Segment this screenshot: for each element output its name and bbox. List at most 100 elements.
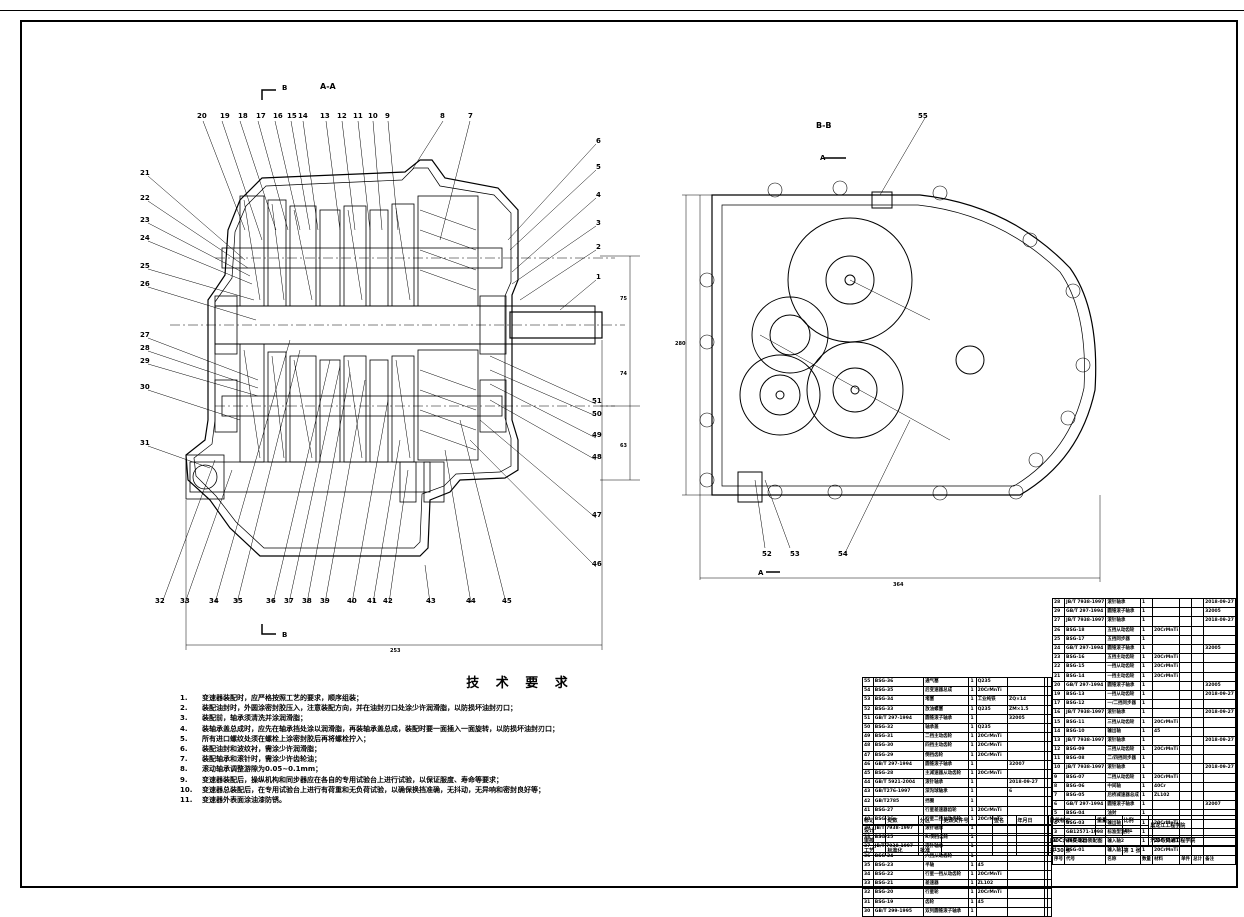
requirement-text: 装配油封和波纹衬，需涂少许润滑脂； — [202, 745, 321, 754]
requirement-number: 1. — [180, 694, 188, 702]
bom-cell — [1203, 634, 1236, 645]
bom-cell: 1 — [968, 778, 977, 789]
bom-cell: 三挡从动齿轮 — [1105, 717, 1141, 728]
bom-cell: BSG-33 — [872, 704, 925, 715]
bom-cell: GB/T 297-1994 — [872, 713, 925, 724]
bom-cell: 20CrMnTi — [975, 888, 1009, 899]
bom-cell: BSG-12 — [1064, 699, 1107, 710]
bom-cell — [1043, 686, 1049, 697]
bom-cell — [1179, 662, 1193, 673]
bom-cell — [1151, 699, 1181, 710]
bom-cell — [1047, 686, 1052, 697]
bom-cell: 1 — [1139, 597, 1153, 609]
bom-cell: GB/T 297-1994 — [1064, 643, 1107, 655]
bom-cell: BSG-08 — [1064, 754, 1107, 765]
bom-cell — [1191, 800, 1205, 811]
bom-cell: BSG-05 — [1064, 790, 1107, 802]
bom-cell — [1007, 805, 1045, 816]
bom-cell — [1047, 741, 1052, 752]
svg-text:4: 4 — [596, 191, 601, 199]
bom-cell: 滚针轴承 — [1105, 597, 1141, 609]
bom-cell — [975, 787, 1009, 798]
bom-cell: 1 — [1139, 634, 1153, 645]
svg-text:36: 36 — [266, 597, 276, 605]
svg-text:2: 2 — [596, 243, 601, 251]
bom-cell — [1203, 625, 1236, 636]
svg-text:3: 3 — [596, 219, 601, 227]
bom-cell: 1 — [968, 879, 977, 890]
requirement-number: 8. — [180, 765, 188, 774]
bom-cell: 1 — [968, 686, 977, 697]
bom-cell — [1191, 781, 1205, 792]
bom-cell — [1047, 787, 1052, 798]
bom-cell: 20CrMnTi — [1151, 662, 1181, 673]
bom-cell: BSG-17 — [1064, 634, 1107, 645]
bom-header-cell: 数量 — [1139, 855, 1153, 866]
bom-cell: GB/T 299-1995 — [872, 906, 925, 917]
bom-cell — [1151, 708, 1181, 719]
svg-text:43: 43 — [426, 597, 436, 605]
bom-cell: Q235 — [975, 722, 1009, 734]
bom-cell: 31 — [862, 897, 874, 908]
bom-cell: 后变速器总成 — [923, 686, 970, 697]
bom-cell: JB/T 7938-1997 — [1064, 708, 1107, 719]
bom-cell: 1 — [1139, 708, 1153, 719]
bom-header-cell: 名称 — [1105, 855, 1141, 866]
bom-header-cell: 材料 — [1151, 855, 1181, 866]
bom-cell: BSG-36 — [872, 676, 925, 688]
bom-cell: 1 — [968, 869, 977, 881]
bom-header-cell: 单件 — [1179, 855, 1193, 866]
tb-label-zone: 分区 — [917, 815, 943, 826]
bom-cell: 1 — [968, 787, 977, 798]
view-title-bb: B-B — [816, 121, 832, 130]
bom-cell — [1151, 689, 1181, 701]
bom-header-cell: 代号 — [1064, 855, 1107, 866]
svg-text:22: 22 — [140, 194, 150, 202]
bom-cell: ZQ×14 — [1007, 695, 1045, 706]
bom-cell: 1 — [968, 805, 977, 816]
bom-cell — [1007, 686, 1045, 697]
svg-text:40: 40 — [347, 597, 357, 605]
svg-text:31: 31 — [140, 439, 150, 447]
section-bb-view — [682, 117, 1101, 582]
bom-cell — [1191, 754, 1205, 765]
bom-cell — [1203, 744, 1236, 756]
bom-cell: 48 — [862, 741, 874, 752]
bom-cell: 20CrMnTi — [975, 750, 1009, 761]
bom-cell: 32005 — [1203, 607, 1236, 618]
bom-cell — [1203, 726, 1236, 737]
bom-cell: 圆锥滚子轴承 — [1105, 680, 1141, 691]
requirement-number: 9. — [180, 775, 188, 784]
svg-text:28: 28 — [140, 344, 150, 352]
bom-cell — [1179, 653, 1193, 664]
bom-cell: 1 — [1139, 781, 1153, 792]
bom-cell: 32 — [862, 888, 874, 899]
bom-cell: 25 — [1051, 634, 1066, 645]
bom-cell — [1043, 805, 1049, 816]
svg-text:45: 45 — [502, 597, 512, 605]
requirement-number: 5. — [180, 734, 188, 743]
bom-cell: BSG-14 — [1064, 671, 1107, 682]
bom-cell: 6 — [1007, 787, 1045, 798]
bom-cell: JB/T 7938-1997 — [1064, 763, 1107, 774]
bom-cell: 1 — [968, 732, 977, 743]
requirement-text: 变速器装配后，操纵机构和同步器应在各自的专用试验台上进行试验，以保证服度、寿命等… — [202, 775, 503, 784]
tb-sheet-no: 第 1 张 — [1121, 845, 1237, 856]
requirement-text: 滚动轴承调整游隙为0.05~0.1mm； — [202, 765, 323, 774]
bom-cell — [1179, 643, 1193, 655]
tb-dept: 汽车与交通工程学院 — [1148, 835, 1236, 846]
svg-text:9: 9 — [385, 112, 390, 120]
svg-text:75: 75 — [620, 296, 627, 302]
bom-cell — [1151, 597, 1181, 609]
bom-cell — [1179, 744, 1193, 756]
bom-cell: 1 — [968, 676, 977, 688]
bom-cell — [1179, 763, 1193, 774]
bom-cell: 滚针轴承 — [1105, 708, 1141, 719]
requirements-list: 1.变速器装配时，应严格按照工艺的要求，顺序组装；2.装配油封时，外圆涂密封胶压… — [180, 693, 860, 805]
